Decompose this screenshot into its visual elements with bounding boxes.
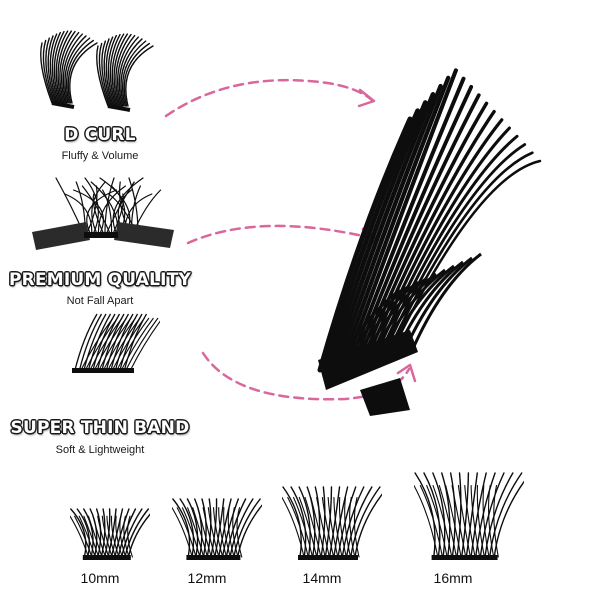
lash-size-10mm-image <box>70 490 150 565</box>
feature-title-d-curl: D CURL <box>64 125 136 145</box>
feature-subtitle-super-thin-band: Soft & Lightweight <box>55 444 145 456</box>
feature-subtitle-premium-quality: Not Fall Apart <box>66 295 134 307</box>
d-curl-lash-icon <box>30 18 170 118</box>
lash-cluster-closeup <box>300 60 560 430</box>
size-label-16mm: 16mm <box>433 570 473 586</box>
size-label-10mm: 10mm <box>80 570 120 586</box>
feature-subtitle-d-curl: Fluffy & Volume <box>61 150 139 162</box>
feature-title-super-thin-band: SUPER THIN BAND <box>10 418 190 438</box>
arrow-d-curl <box>160 70 390 130</box>
lash-size-16mm-image <box>414 455 524 565</box>
lash-size-14mm-image <box>282 468 382 565</box>
size-label-12mm: 12mm <box>187 570 227 586</box>
feature-title-premium-quality: PREMIUM QUALITY <box>9 270 191 290</box>
premium-band-lash-icon <box>28 170 178 265</box>
thin-band-lash-icon <box>60 308 160 383</box>
lash-size-12mm-image <box>172 480 262 565</box>
arrow-super-thin-band <box>195 345 425 405</box>
size-label-14mm: 14mm <box>302 570 342 586</box>
